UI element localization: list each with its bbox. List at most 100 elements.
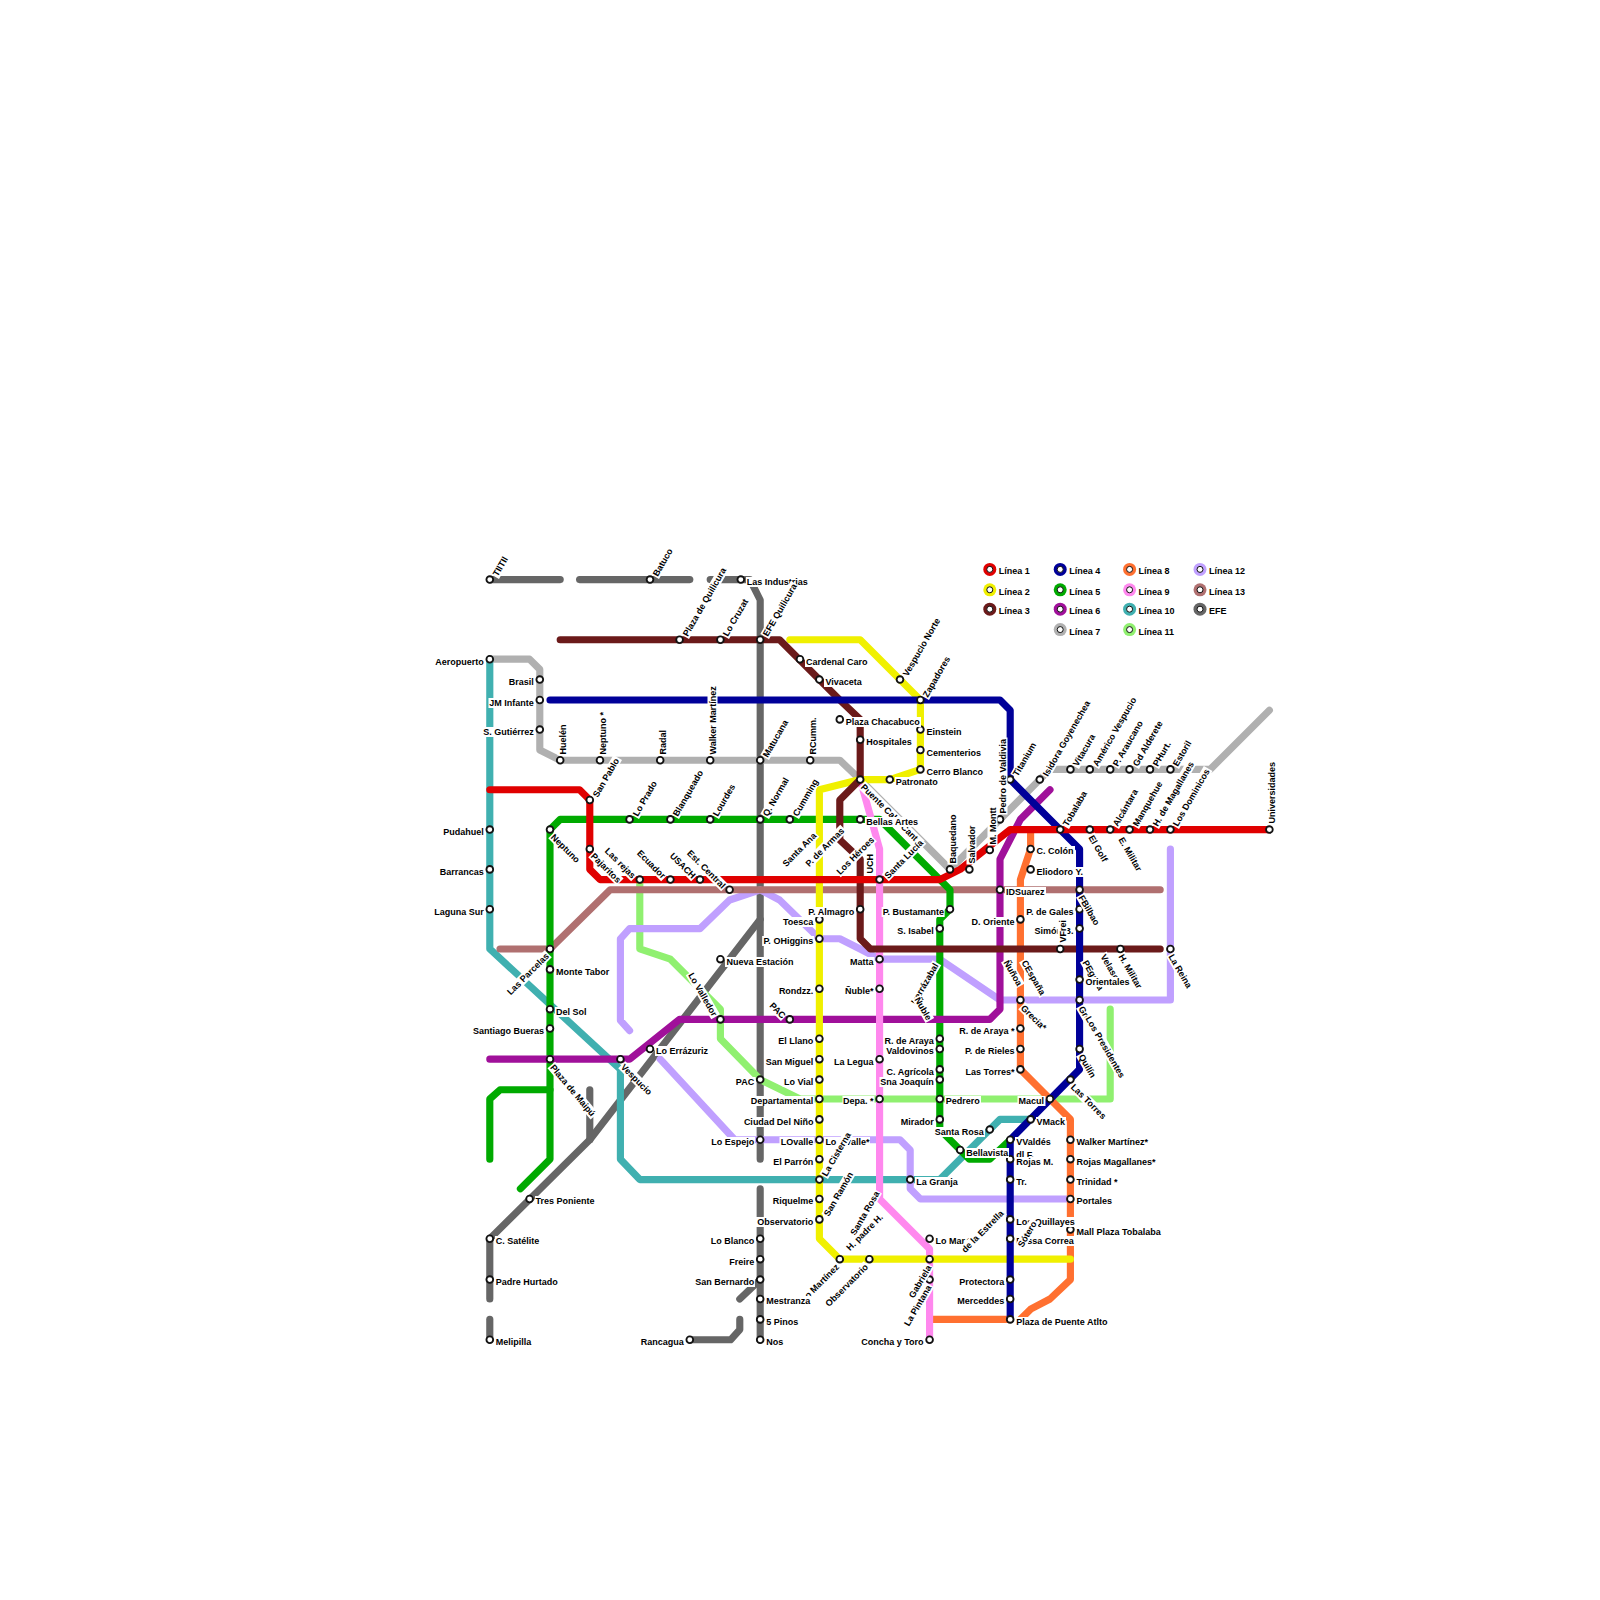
legend-swatch — [1123, 583, 1136, 596]
station-dot — [586, 797, 593, 804]
station-label-holder: Barrancas — [439, 864, 490, 875]
legend-text: Línea 11 — [1138, 627, 1176, 637]
station-label: Walker Martínez — [708, 685, 718, 755]
line-4 — [550, 700, 1080, 1319]
station-label-holder: Lourdes — [705, 780, 736, 822]
station-label: Patronato — [895, 777, 939, 787]
station-label-holder: Rojas M. — [1015, 1154, 1054, 1165]
station-dot — [1167, 826, 1174, 833]
station-label: JM Infante — [488, 698, 535, 708]
station-label: La Granja — [915, 1177, 959, 1187]
station-label: Bellas Artes — [865, 817, 919, 827]
station-label: Matucana — [761, 717, 791, 760]
station-label-holder: Hospitales — [865, 734, 913, 745]
station-label-holder: Lo Errázuriz — [655, 1043, 709, 1054]
legend-text: Línea 10 — [1138, 606, 1176, 616]
station-dot — [926, 1336, 933, 1343]
station-label: Freire — [728, 1257, 755, 1267]
station-dot — [1076, 976, 1083, 983]
station-dot — [1007, 776, 1014, 783]
line-5 — [490, 819, 1010, 1188]
legend-swatch-center — [987, 606, 993, 612]
station-label: Radal — [658, 729, 668, 756]
station-label-holder: La Granja — [915, 1174, 959, 1185]
station-dot — [1076, 997, 1083, 1004]
station-label-holder: Observatorio — [756, 1214, 819, 1225]
station-label-holder: Brasil — [508, 674, 540, 685]
station-dot — [757, 816, 764, 823]
station-dot — [1147, 766, 1154, 773]
station-label: Barrancas — [439, 867, 485, 877]
legend-swatch-group — [983, 603, 996, 616]
station-label: Neptuno * — [598, 711, 608, 756]
station-label-holder: de la Estrella — [953, 1205, 1005, 1257]
station-label: Rondzz. — [778, 986, 815, 996]
legend-swatch-group — [1054, 623, 1067, 636]
station-label: Einstein — [925, 727, 962, 737]
legend-swatch — [1054, 583, 1067, 596]
station-label-holder: Lo Blanco — [710, 1233, 761, 1244]
station-dot — [547, 1006, 554, 1013]
station-dot — [1266, 826, 1273, 833]
legend-text: Línea 8 — [1138, 566, 1171, 576]
legend-swatch-group — [983, 583, 996, 596]
station-label-holder: Santiago Bueras — [472, 1023, 550, 1034]
legend-entry: Línea 13 — [1208, 584, 1246, 596]
line-11 — [640, 880, 1110, 1099]
station-label: P. de Rieles — [964, 1046, 1015, 1056]
station-dot — [1047, 1096, 1054, 1103]
station-label: VValdés — [1015, 1137, 1052, 1147]
station-dot — [1067, 766, 1074, 773]
station-label: P. Almagro — [807, 907, 855, 917]
station-label: P. OHiggins — [763, 936, 815, 946]
station-dot — [717, 636, 724, 643]
station-label-holder: Lo Vial — [783, 1074, 819, 1085]
station-dot — [917, 766, 924, 773]
station-label: Departamental — [750, 1096, 815, 1106]
station-label-holder: San Bernardo — [694, 1274, 760, 1285]
station-label: S. Isabel — [896, 926, 935, 936]
legend-swatch-group — [1054, 603, 1067, 616]
station-label-holder: Universidades — [1264, 761, 1275, 830]
legend-swatch — [983, 603, 996, 616]
station-label: Tres Poniente — [535, 1196, 596, 1206]
station-dot — [1007, 1136, 1014, 1143]
station-label: Plaza de Puente Atlto — [1015, 1317, 1108, 1327]
station-label: Lo Vial — [783, 1077, 814, 1087]
station-label: Simón B. — [1034, 926, 1075, 936]
station-label: Santa Rosa — [934, 1127, 985, 1137]
station-label-holder: Zapadores — [916, 652, 952, 703]
station-dot — [707, 757, 714, 764]
station-dot — [907, 1176, 914, 1183]
station-label: Observatorio — [756, 1217, 814, 1227]
legend-entry: Línea 10 — [1138, 603, 1176, 615]
station-dot — [1126, 766, 1133, 773]
station-label: C. Agrícola — [886, 1067, 935, 1077]
station-label: Macul — [1017, 1096, 1045, 1106]
legend-entry: Línea 9 — [1138, 584, 1171, 596]
station-dot — [816, 1035, 823, 1042]
station-label-holder: Tr. — [1015, 1174, 1028, 1185]
station-dot — [816, 676, 823, 683]
station-label-holder: Blanqueado — [666, 766, 705, 822]
legend-swatch — [1054, 603, 1067, 616]
station-label: Titanium — [1011, 740, 1039, 779]
station-label: Mirador — [900, 1117, 935, 1127]
legend-swatch-center — [1197, 587, 1203, 593]
station-label-holder: Melipilla — [495, 1334, 533, 1345]
station-label: Aeropuerto — [434, 657, 485, 667]
station-label: Protectora — [958, 1277, 1005, 1287]
station-dot — [586, 846, 593, 853]
station-dot — [936, 1066, 943, 1073]
station-label-holder: Pudahuel — [442, 824, 490, 835]
station-label: RCumm. — [808, 716, 818, 755]
station-label: Los Quillayes — [1015, 1217, 1076, 1227]
station-label-holder: E. Militar — [1116, 829, 1148, 873]
station-label: Tobalaba — [1061, 789, 1090, 829]
station-label-holder: VFrei — [1055, 919, 1066, 949]
efe-line — [490, 580, 760, 1340]
station-dot — [726, 886, 733, 893]
station-dot — [757, 1235, 764, 1242]
station-label: Q. Normal — [761, 775, 792, 819]
station-dot — [1126, 826, 1133, 833]
